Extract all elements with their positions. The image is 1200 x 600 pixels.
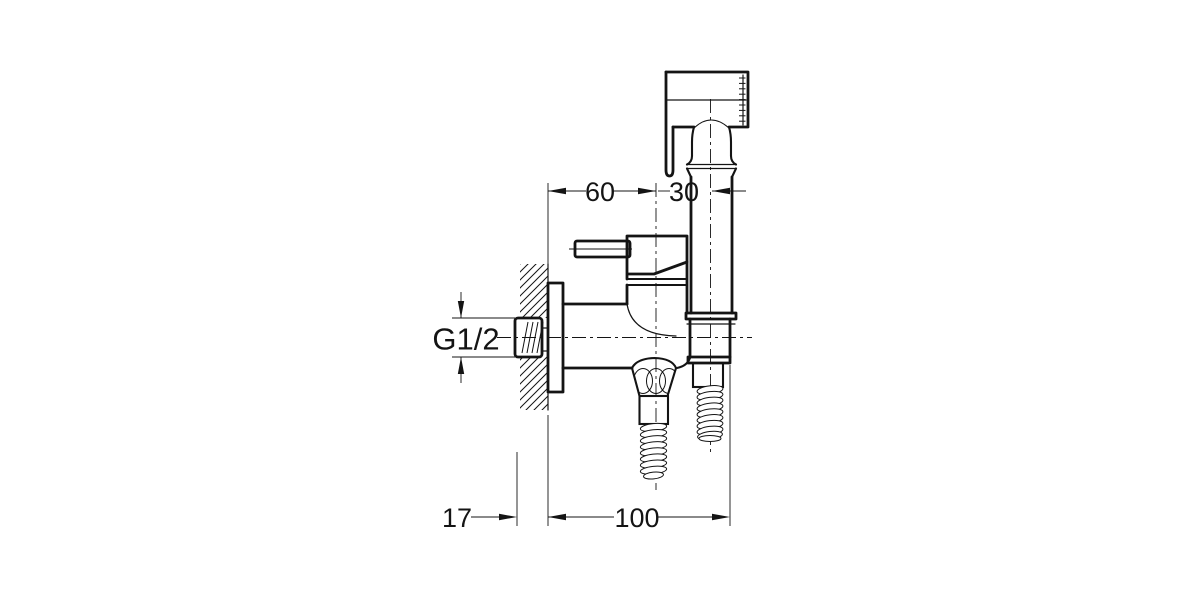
dim-label-17: 17 (442, 503, 472, 533)
dim-label-30: 30 (669, 177, 699, 207)
arrowhead-left (548, 187, 566, 195)
bottom-outlet (630, 356, 678, 480)
wall-flange (546, 281, 565, 394)
neck-shoulder-arc (693, 119, 730, 129)
spring-hose (696, 385, 724, 442)
holder-band (684, 311, 738, 321)
bell-right (729, 154, 738, 166)
arrowhead-right-100 (712, 513, 730, 521)
dimension-top: 60 30 (547, 177, 746, 264)
neck-left (690, 125, 696, 158)
dim-label-100: 100 (614, 503, 659, 533)
dimension-inlet: G1/2 (432, 292, 515, 383)
outlet-block (638, 394, 670, 426)
knurled-nut (630, 356, 678, 398)
arrowhead-right (638, 187, 656, 195)
wall-hatch-upper (520, 264, 548, 318)
mixer-body (546, 281, 692, 394)
wall-section (520, 263, 549, 411)
sprayer-head (664, 70, 750, 179)
neck-right (727, 125, 733, 158)
corrugated-hose (639, 422, 668, 480)
sprayer-wand (684, 175, 738, 359)
arrowhead-right-17 (499, 513, 517, 521)
arrowhead-outside (712, 187, 730, 195)
head-outline (664, 70, 750, 129)
threaded-inlet (513, 316, 549, 359)
sprayer-hose-connection (686, 355, 732, 442)
thread-hatch (521, 321, 544, 354)
sprayer-trigger (664, 70, 675, 178)
hose-nut (691, 361, 725, 389)
wall-hatch-lower (520, 356, 548, 410)
head-face-ticks (739, 77, 746, 122)
mixer-handle (569, 234, 689, 315)
arrowhead-down (457, 301, 465, 318)
body-outlet-curve (675, 356, 692, 370)
arrowhead-up (457, 357, 465, 374)
bell-left (685, 154, 694, 166)
arrowhead-left-100 (548, 513, 566, 521)
dimension-bottom: 17 100 (442, 365, 731, 533)
body-dome-arc (626, 303, 677, 337)
dim-label-60: 60 (585, 177, 615, 207)
dim-label-thread: G1/2 (432, 322, 499, 357)
cartridge-block (625, 234, 689, 281)
collar-taper (685, 167, 738, 179)
